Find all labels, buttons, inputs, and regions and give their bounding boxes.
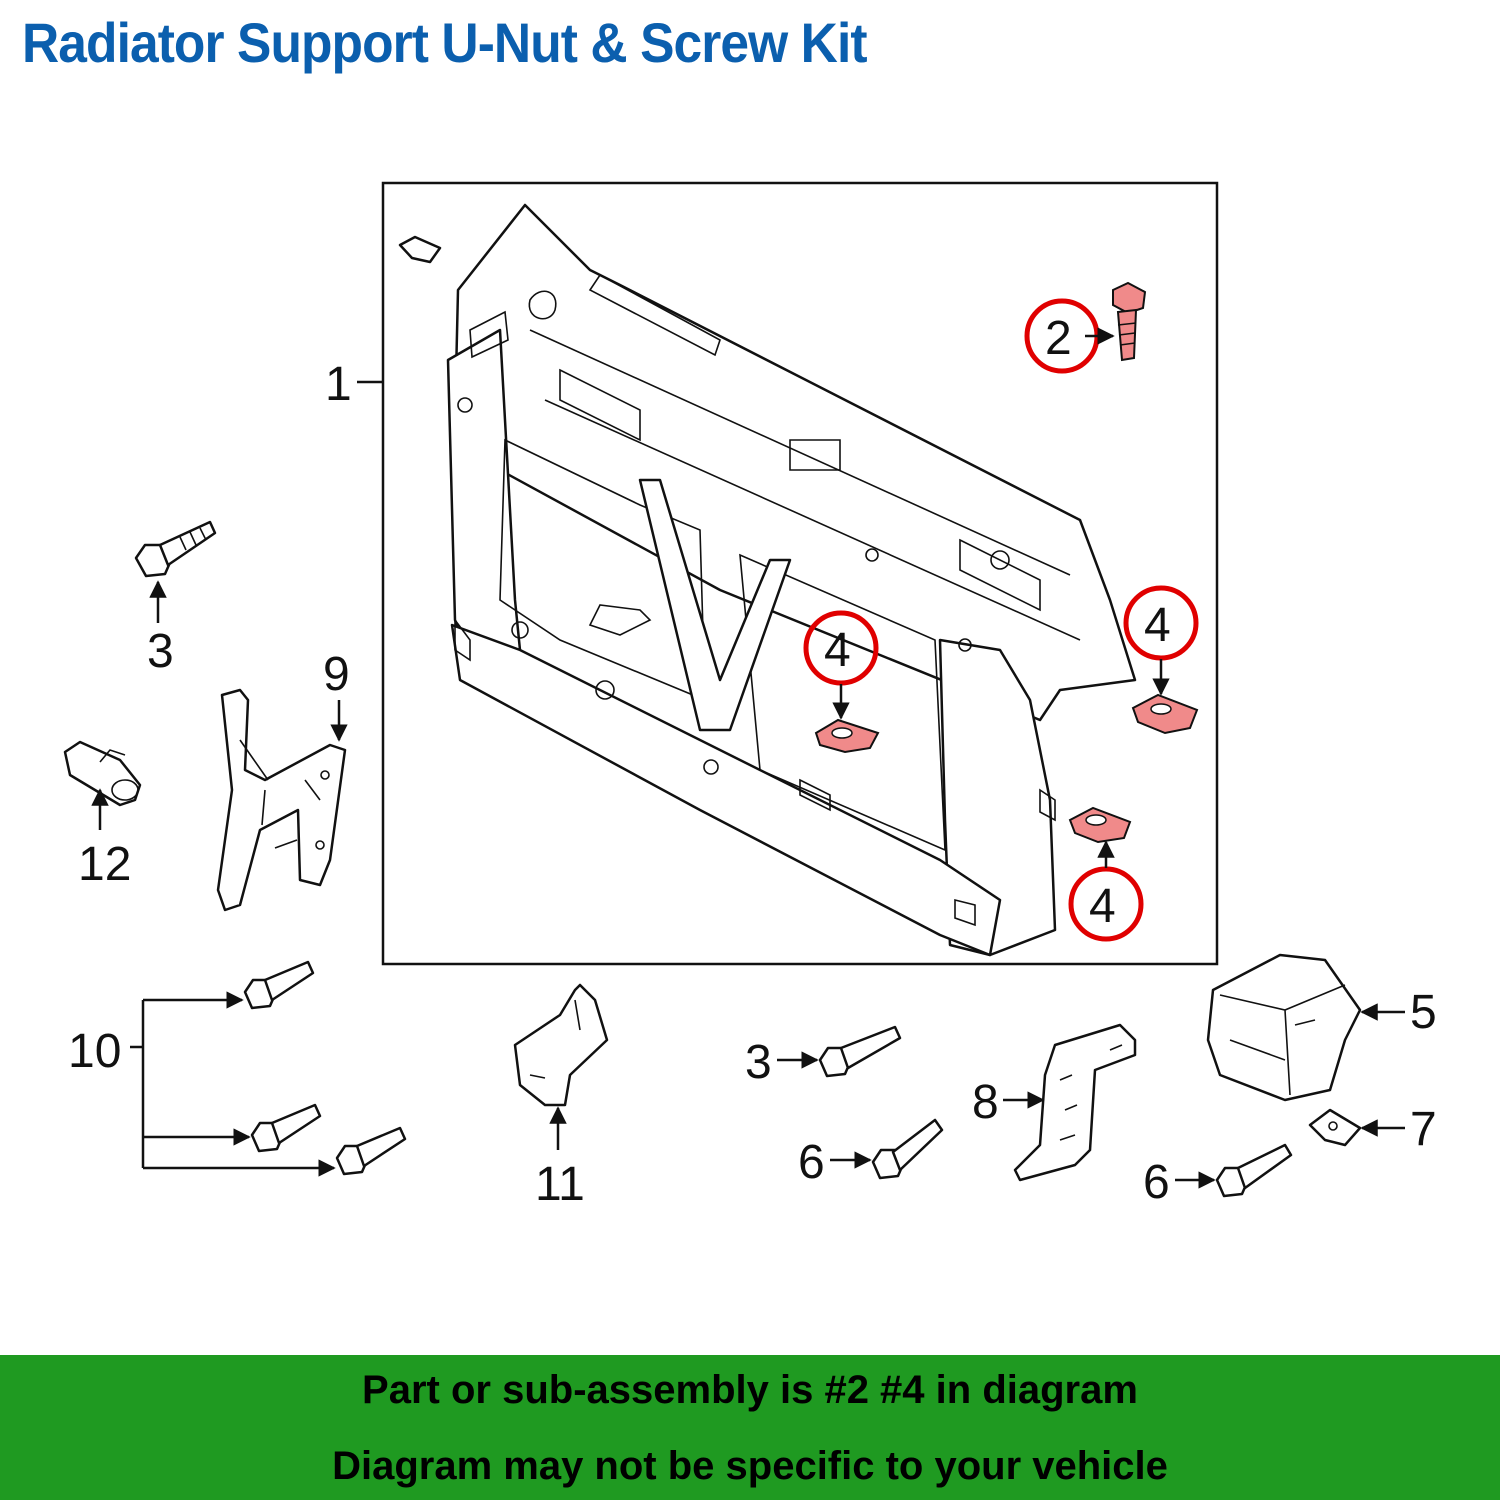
- callout-7: 7: [1410, 1103, 1437, 1156]
- callout-6b: 6: [1143, 1156, 1170, 1209]
- callout-4b: 4: [1144, 599, 1171, 652]
- bolt-part-2: [1112, 281, 1147, 362]
- callout-4c: 4: [1089, 880, 1116, 933]
- cover-part-5: [1206, 953, 1362, 1102]
- bracket-part-9: [216, 688, 347, 912]
- clip-top-left: [398, 235, 442, 264]
- bracket-part-11: [513, 983, 609, 1107]
- clip-part-7: [1308, 1108, 1362, 1147]
- bolt-part-10c: [335, 1126, 407, 1176]
- callout-10: 10: [68, 1025, 121, 1078]
- callout-11: 11: [535, 1158, 585, 1211]
- callout-5: 5: [1410, 986, 1437, 1039]
- banner-line-1: Part or sub-assembly is #2 #4 in diagram: [362, 1368, 1138, 1412]
- highlight-ring-4c: [1068, 866, 1144, 942]
- callout-12: 12: [78, 838, 131, 891]
- callout-6a: 6: [798, 1136, 825, 1189]
- bolt-part-6b: [1215, 1143, 1293, 1198]
- highlight-ring-4a: [803, 610, 879, 686]
- bolt-part-6a: [871, 1118, 944, 1180]
- info-banner: Part or sub-assembly is #2 #4 in diagram…: [0, 1355, 1500, 1500]
- callout-1: 1: [325, 358, 352, 411]
- callout-4a: 4: [824, 624, 851, 677]
- page-title: Radiator Support U-Nut & Screw Kit: [22, 11, 868, 74]
- bolt-part-3-upper: [134, 520, 217, 578]
- u-nut-part-4c: [1068, 806, 1132, 844]
- bolt-part-3-lower: [818, 1025, 902, 1078]
- callout-8: 8: [972, 1076, 999, 1129]
- callout-3b: 3: [745, 1036, 772, 1089]
- callout-2: 2: [1045, 312, 1072, 365]
- highlight-ring-4b: [1123, 585, 1199, 661]
- u-nut-part-4a: [814, 718, 880, 754]
- clip-part-12: [63, 740, 142, 807]
- callout-9: 9: [323, 648, 350, 701]
- u-nut-part-4b: [1131, 693, 1199, 735]
- radiator-support-assembly: [446, 203, 1137, 957]
- bracket-part-8: [1013, 1023, 1137, 1182]
- banner-line-2: Diagram may not be specific to your vehi…: [332, 1444, 1168, 1488]
- bolt-part-10b: [250, 1103, 322, 1153]
- bolt-part-10a: [243, 960, 315, 1010]
- callout-3a: 3: [147, 625, 174, 678]
- assembly-frame-box: [381, 181, 1219, 966]
